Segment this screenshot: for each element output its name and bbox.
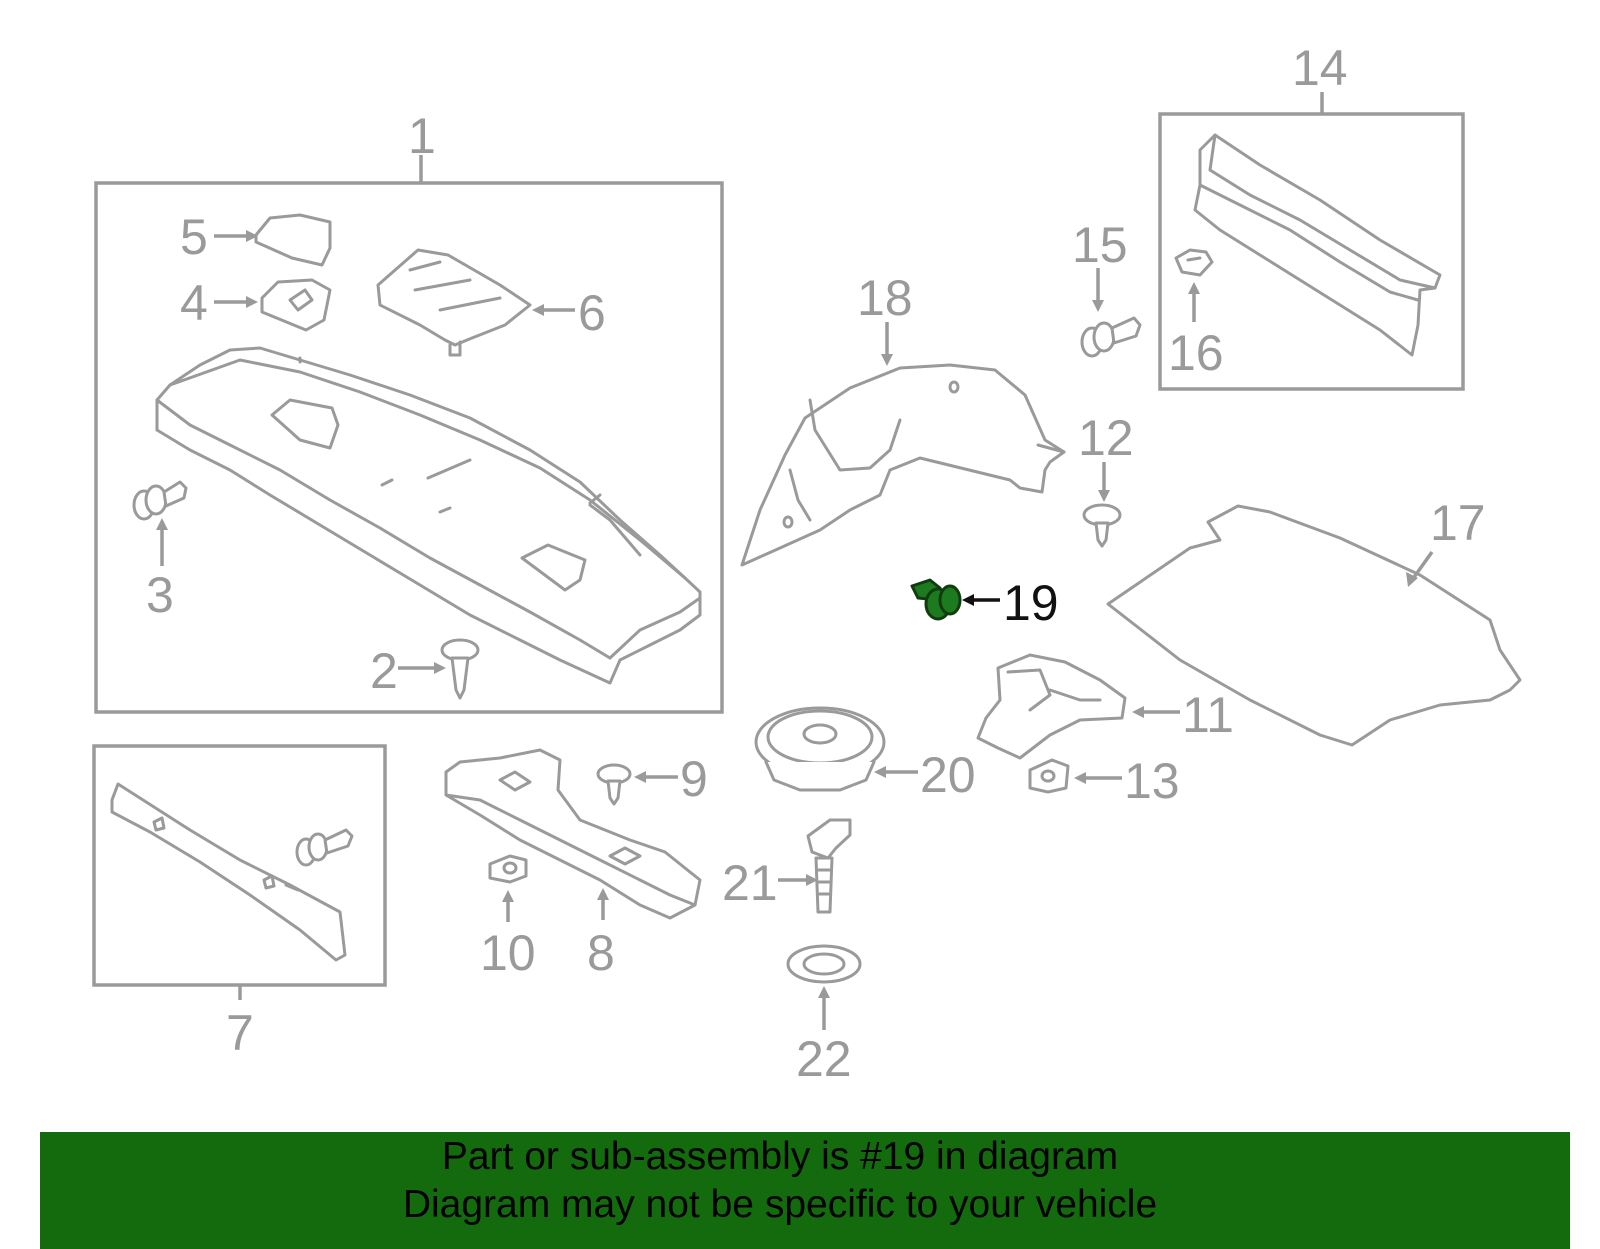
part-14-sill-trim [1193, 133, 1442, 357]
arrowhead-10 [502, 890, 514, 902]
callout-22[interactable]: 22 [796, 1031, 852, 1087]
callout-1[interactable]: 1 [408, 108, 436, 164]
part-13-clip-nut [1028, 758, 1070, 794]
arrowhead-4 [246, 296, 258, 308]
callout-20[interactable]: 20 [920, 747, 976, 803]
arrowhead-13 [1074, 772, 1086, 784]
arrowhead-11 [1132, 706, 1144, 718]
callout-4[interactable]: 4 [180, 275, 208, 331]
callout-12[interactable]: 12 [1078, 410, 1134, 466]
part-15-push-clip [1080, 316, 1142, 358]
part-20-spare-tire-holder [754, 706, 886, 792]
part-7-trim-panel [110, 782, 347, 962]
callout-7[interactable]: 7 [226, 1005, 254, 1061]
callout-9[interactable]: 9 [680, 751, 708, 807]
arrowhead-9 [634, 771, 646, 783]
callout-2[interactable]: 2 [370, 643, 398, 699]
callout-14[interactable]: 14 [1292, 40, 1348, 96]
part-18-wheelhouse-trim [740, 363, 1066, 567]
callout-11[interactable]: 11 [1182, 687, 1234, 743]
part-21-hold-down-bolt [806, 818, 852, 914]
callout-8[interactable]: 8 [587, 925, 615, 981]
part-17-trunk-mat [1106, 504, 1522, 747]
leader-17 [1410, 550, 1434, 582]
banner-line-disclaimer: Diagram may not be specific to your vehi… [402, 1183, 1158, 1226]
callout-17[interactable]: 17 [1430, 495, 1486, 551]
callout-15[interactable]: 15 [1072, 217, 1128, 273]
info-banner: Part or sub-assembly is #19 in diagram D… [40, 1132, 1570, 1249]
group-box-1 [94, 181, 724, 714]
callout-6[interactable]: 6 [578, 285, 606, 341]
part-11-bracket [976, 653, 1127, 760]
arrowhead-21 [806, 874, 818, 886]
part-3-push-clip [132, 480, 188, 521]
part-2-push-pin [440, 638, 480, 700]
callout-5[interactable]: 5 [180, 209, 208, 265]
part-12-rivet-clip [1082, 503, 1122, 548]
part-6-cover-plate [376, 248, 532, 357]
callout-3[interactable]: 3 [146, 567, 174, 623]
arrowhead-3 [156, 518, 168, 530]
part-19-push-clip-highlighted[interactable] [910, 578, 962, 621]
part-7-clip [295, 828, 354, 867]
callout-21[interactable]: 21 [722, 855, 778, 911]
part-5-cover [254, 213, 332, 267]
callout-13[interactable]: 13 [1124, 753, 1180, 809]
callout-18[interactable]: 18 [857, 270, 913, 326]
banner-line-part-number: Part or sub-assembly is #19 in diagram [441, 1135, 1119, 1178]
arrowhead-15 [1092, 300, 1104, 312]
callout-19[interactable]: 19 [1003, 575, 1059, 631]
arrowhead-8 [597, 888, 609, 900]
arrowhead-12 [1098, 490, 1110, 502]
arrowhead-2 [434, 662, 446, 674]
callout-16[interactable]: 16 [1168, 325, 1224, 381]
part-4-bracket [260, 278, 332, 332]
arrowhead-19 [962, 594, 974, 606]
arrowhead-6 [532, 304, 544, 316]
arrowhead-16 [1188, 282, 1200, 294]
part-10-clip-nut [488, 854, 528, 884]
arrowhead-5 [246, 230, 258, 242]
group-box-14 [1158, 112, 1465, 391]
arrowhead-22 [818, 986, 830, 998]
callout-10[interactable]: 10 [480, 925, 536, 981]
arrowhead-18 [881, 354, 893, 366]
part-22-grommet [786, 944, 862, 984]
part-9-rivet-clip [596, 763, 632, 806]
part-16-clip [1174, 248, 1214, 277]
arrowhead-17 [1406, 572, 1418, 587]
part-8-bracket-panel [444, 748, 702, 920]
arrowhead-20 [874, 766, 886, 778]
package-tray-panel [155, 346, 702, 685]
